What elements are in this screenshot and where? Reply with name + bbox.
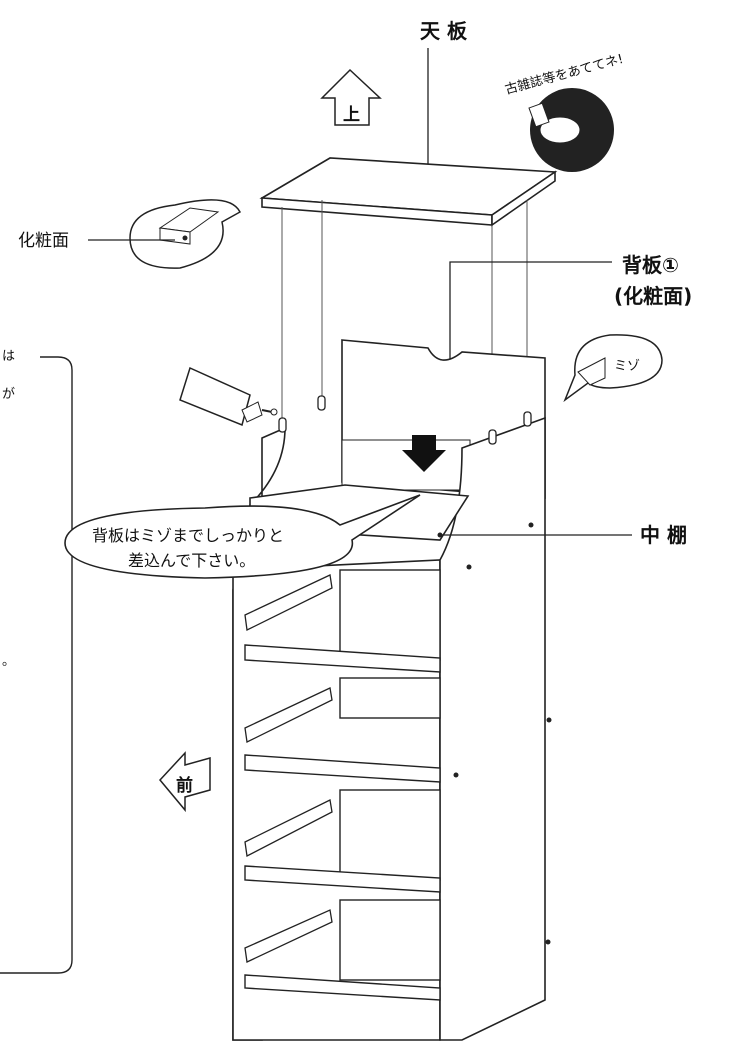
- left-panel-fragment-2: が: [2, 387, 15, 402]
- top-board-label: 天 板: [420, 19, 468, 43]
- decor-face-label: 化粧面: [18, 231, 69, 251]
- up-arrow-label: 上: [343, 105, 360, 125]
- left-note-panel: は が 。: [0, 349, 73, 974]
- callout-line-1: 背板はミゾまでしっかりと: [92, 526, 284, 545]
- cabinet-shelves: [244, 569, 441, 1001]
- drawer-rails: [244, 574, 333, 963]
- decor-face-bubble: 化粧面: [18, 199, 241, 269]
- front-arrow-label: 前: [176, 775, 193, 796]
- dowel-pegs: [278, 395, 532, 445]
- top-board: [259, 157, 558, 227]
- middle-shelf-label: 中 棚: [640, 523, 687, 547]
- insert-instruction-callout: 背板はミゾまでしっかりと 差込んで下さい。: [64, 494, 421, 579]
- back-board-label: 背板①: [622, 253, 679, 277]
- groove-bubble: ミゾ: [563, 334, 663, 403]
- back-board-sublabel: (化粧面): [614, 284, 692, 308]
- screw-holes: [453, 522, 552, 945]
- back-board-panel: [341, 339, 546, 499]
- magazine-tip-badge: 古雑誌等をあててネ!: [503, 51, 625, 172]
- left-panel-fragment-1: は: [2, 349, 15, 364]
- callout-line-2: 差込んで下さい。: [128, 551, 255, 570]
- left-panel-fragment-3: 。: [2, 654, 15, 669]
- glue-bottle-icon: [179, 366, 278, 427]
- up-arrow-icon: 上: [320, 68, 382, 126]
- groove-label: ミゾ: [614, 359, 640, 374]
- front-arrow-icon: 前: [159, 751, 211, 813]
